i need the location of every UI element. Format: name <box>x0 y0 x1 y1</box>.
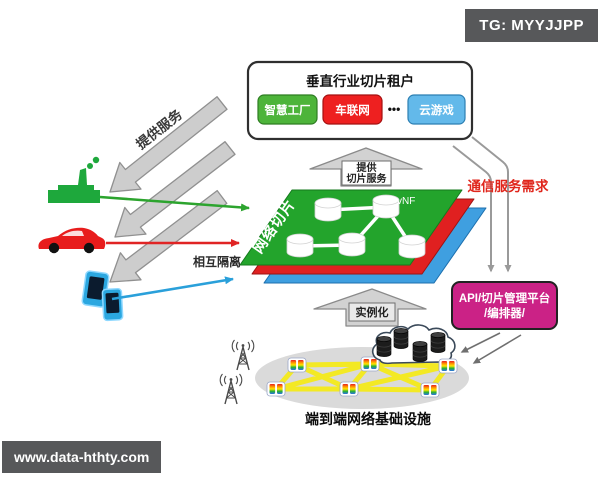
tenant-chip-label: 云游戏 <box>419 103 454 117</box>
block-arrow-icon <box>114 141 236 238</box>
server-icon <box>430 331 446 354</box>
vnf-links <box>298 205 414 249</box>
network-links <box>273 361 451 393</box>
vnf-label: vNF <box>397 196 415 207</box>
tenant-chip-smart-factory: 智慧工厂 <box>257 94 318 125</box>
phone-slice-arrow <box>111 276 234 301</box>
orchestrator-line1: API/切片管理平台 <box>459 291 550 305</box>
demand-connectors <box>452 136 512 273</box>
orchestrator-line2: /编排器/ <box>484 306 526 320</box>
server-icon <box>393 327 409 350</box>
server-icon <box>376 335 392 358</box>
router-icon <box>287 357 307 373</box>
vnf-node-icon <box>398 234 426 259</box>
vnf-node-icon <box>286 233 314 258</box>
vnf-node-icon <box>372 194 400 219</box>
factory-slice-arrow <box>99 195 250 212</box>
antenna-tower-icon <box>231 339 255 371</box>
instantiation-label: 实例化 <box>356 305 389 319</box>
tenant-chip-iov: 车联网 <box>322 94 383 125</box>
infrastructure-label: 端到端网络基础设施 <box>305 411 431 427</box>
car-icon <box>38 227 106 254</box>
tenant-panel-title: 垂直行业切片租户 <box>306 73 414 89</box>
vnf-node-icon <box>338 232 366 257</box>
router-icon <box>438 358 458 374</box>
router-icon <box>339 381 359 397</box>
website-watermark: www.data-hthty.com <box>2 441 162 473</box>
instantiation-labelbox <box>348 302 396 322</box>
factory-icon <box>48 156 100 203</box>
server-icon <box>412 340 428 363</box>
orchestrator-box <box>451 281 558 330</box>
telegram-watermark: TG: MYYJJPP <box>465 9 598 42</box>
block-arrow-icon <box>109 189 228 283</box>
tenant-chip-label: 智慧工厂 <box>265 103 311 117</box>
tenant-ellipsis: ••• <box>388 102 401 116</box>
antenna-tower-icon <box>219 373 243 405</box>
router-icon <box>266 381 286 397</box>
tenant-chip-cloud-gaming: 云游戏 <box>407 94 466 125</box>
block-arrow-icon <box>109 96 228 193</box>
provide-slice-label-line2: 切片服务 <box>347 172 388 185</box>
router-icon <box>420 382 440 398</box>
orchestrator-to-infra-arrows <box>460 332 522 364</box>
provide-service-arrows <box>109 96 236 283</box>
provide-slice-label-line1: 提供 <box>357 161 377 174</box>
tenant-chip-label: 车联网 <box>335 103 370 117</box>
isolation-label: 相互隔离 <box>193 254 241 269</box>
provide-slice-labelbox <box>341 160 392 186</box>
vnf-node-icon <box>314 197 342 222</box>
comm-service-demand-label: 通信服务需求 <box>468 178 549 194</box>
